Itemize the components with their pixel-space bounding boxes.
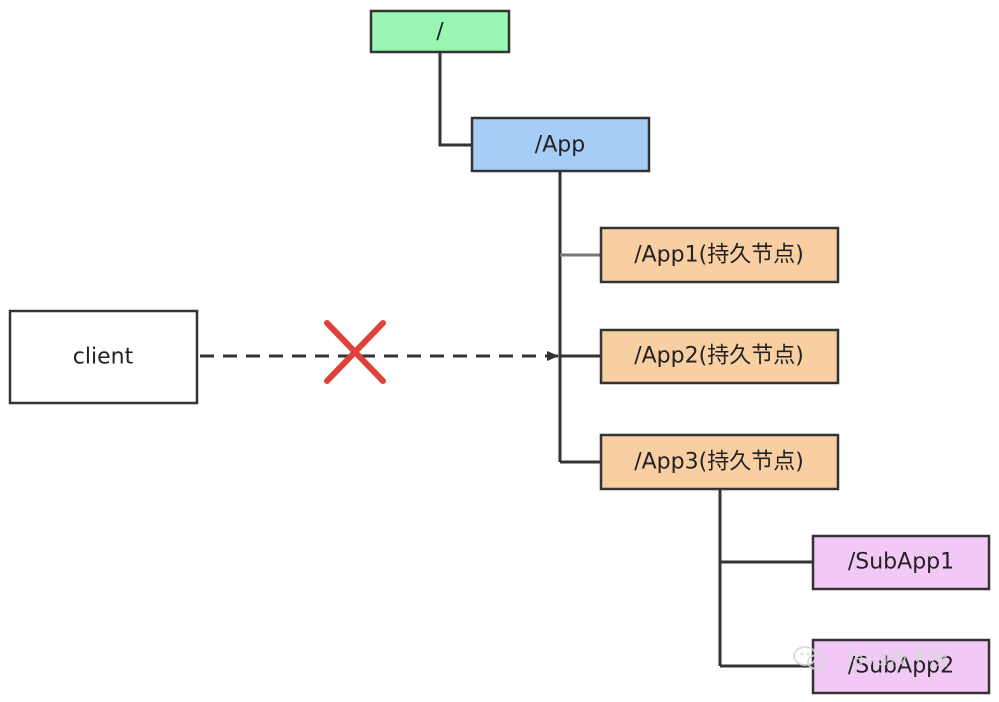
- node-app3-label: /App3(持久节点): [634, 450, 804, 475]
- connector-root-app: [438, 52, 472, 147]
- node-subapp2-label: /SubApp2: [848, 654, 954, 679]
- node-subapp1-label: /SubApp1: [848, 550, 954, 575]
- node-app[interactable]: /App: [470, 116, 651, 173]
- watermark-text: Java技术栈: [844, 646, 948, 670]
- node-client-label: client: [73, 345, 134, 370]
- node-app2-label: /App2(持久节点): [634, 344, 804, 369]
- tree-connectors: [438, 52, 813, 668]
- node-root[interactable]: /: [369, 9, 511, 54]
- blocked-x-icon: [324, 320, 386, 384]
- wechat-icon: [793, 646, 827, 670]
- node-app-label: /App: [535, 133, 585, 158]
- node-app3[interactable]: /App3(持久节点): [599, 433, 840, 491]
- node-app1[interactable]: /App1(持久节点): [599, 226, 840, 284]
- node-client[interactable]: client: [8, 309, 199, 405]
- node-app1-label: /App1(持久节点): [634, 243, 804, 268]
- node-root-label: /: [436, 20, 444, 45]
- node-subapp1[interactable]: /SubApp1: [811, 534, 991, 591]
- node-subapp2[interactable]: /SubApp2: [811, 638, 991, 695]
- node-app2[interactable]: /App2(持久节点): [599, 328, 840, 385]
- watermark: Java技术栈: [793, 646, 948, 670]
